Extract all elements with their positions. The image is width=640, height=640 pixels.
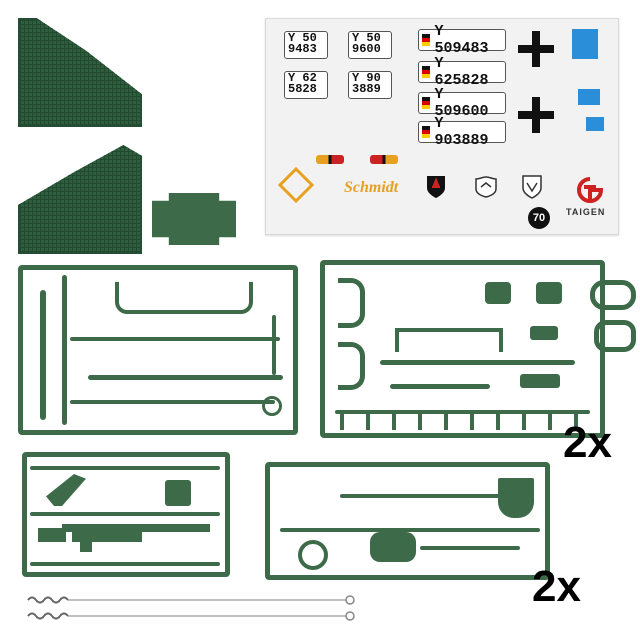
- sprue-frame-weapons: [22, 452, 230, 577]
- clip-row-part: [340, 414, 590, 430]
- plate-long-4: Y 903889: [418, 115, 506, 149]
- unit-shield-icon: [522, 175, 542, 199]
- ring-part: [298, 540, 328, 570]
- sprue-rod: [390, 384, 490, 389]
- sprue-rod: [88, 375, 283, 380]
- sprue-rod: [420, 546, 520, 550]
- blue-decal: [586, 117, 604, 131]
- spring-cable: [27, 595, 355, 621]
- german-flag-icon: [422, 97, 431, 109]
- german-flag-icon: [422, 34, 431, 46]
- sprue-rod: [335, 410, 590, 414]
- taigen-logo-icon: [577, 177, 604, 203]
- shovel-blade-part: [498, 478, 534, 518]
- sprue-frame-shovel: [265, 462, 550, 580]
- plate-long-1: Y 509483: [418, 23, 506, 57]
- hook-part: [338, 342, 365, 390]
- plate-long-3: Y 509600: [418, 86, 506, 120]
- mesh-panel-bottom: [18, 145, 142, 254]
- sprue-rod: [30, 466, 220, 470]
- quantity-label: 2x: [563, 418, 612, 467]
- unit-shield-icon: [427, 176, 445, 198]
- brand-script-text: Schmidt: [344, 179, 399, 196]
- sprue-rod: [70, 400, 275, 404]
- blue-decal: [572, 29, 598, 59]
- handle-bar-part: [115, 282, 253, 314]
- quantity-label: 2x: [532, 562, 581, 611]
- hook-part: [338, 278, 365, 328]
- ammo-box-part: [165, 480, 191, 506]
- canister-part: [370, 532, 416, 562]
- tail-light-decal: [370, 155, 398, 164]
- bracket-part: [520, 374, 560, 388]
- sprue-rod: [40, 290, 46, 420]
- mesh-panel-top: [18, 18, 142, 127]
- sprue-rod: [380, 360, 575, 365]
- sprue-rod: [340, 494, 500, 498]
- german-flag-icon: [422, 66, 431, 78]
- sprue-rod: [272, 315, 276, 375]
- sprue-rod: [62, 275, 67, 425]
- number-badge: 70: [528, 207, 550, 229]
- bracket-part: [530, 326, 558, 340]
- small-bracket-part: [152, 193, 236, 245]
- ring-part: [262, 396, 282, 416]
- bracket-part: [536, 282, 562, 304]
- bracket-part: [395, 328, 503, 352]
- plate-long-2: Y 625828: [418, 55, 506, 89]
- sprue-rod: [30, 512, 220, 516]
- iron-cross-icon: [518, 31, 554, 67]
- iron-cross-icon: [518, 97, 554, 133]
- sprue-rod: [30, 562, 220, 566]
- tail-light-decal: [316, 155, 344, 164]
- taigen-logo-text: TAIGEN: [566, 207, 606, 217]
- blue-decal: [578, 89, 600, 105]
- unit-emblem-icon: [475, 176, 497, 198]
- bracket-part: [594, 320, 636, 352]
- sprue-rod: [280, 528, 540, 532]
- machine-gun-part: [38, 524, 210, 552]
- number-badge-text: 70: [532, 212, 546, 224]
- diamond-sign-icon: [278, 167, 314, 203]
- sprue-frame-tools: [18, 265, 298, 435]
- sprue-rod: [70, 337, 280, 341]
- german-flag-icon: [422, 126, 431, 138]
- bracket-part: [590, 280, 636, 310]
- bracket-part: [485, 282, 511, 304]
